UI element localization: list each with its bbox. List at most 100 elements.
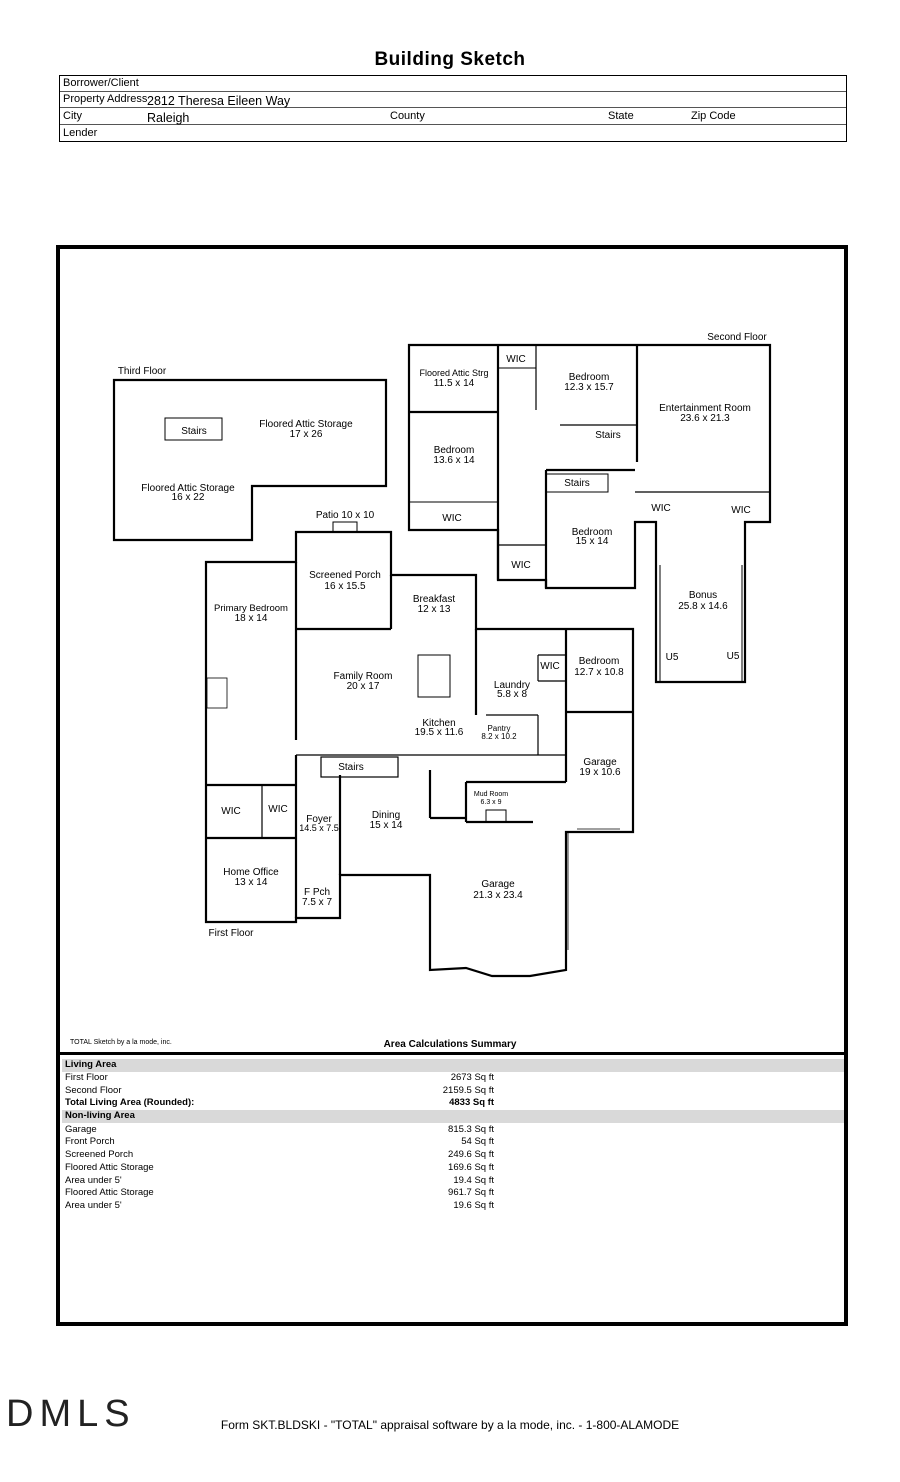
room-bonus-name: Bonus	[689, 590, 717, 601]
stairs-label: Stairs	[595, 430, 621, 441]
room-bed1-name: Bedroom	[569, 372, 610, 383]
floor-plan: Second Floor Third Floor First Floor Flo…	[112, 332, 772, 978]
wic-label: WIC	[540, 661, 559, 672]
stairs-label: Stairs	[564, 478, 590, 489]
summary-row-name: Area under 5'	[65, 1175, 122, 1186]
summary-total-row: Total Living Area (Rounded): 4833 Sq ft	[62, 1097, 844, 1110]
room-dining-name: Dining	[372, 810, 400, 821]
room-attic2-name: Floored Attic Storage	[141, 483, 235, 494]
room-laundry-dims: 5.8 x 8	[497, 689, 527, 700]
page-title: Building Sketch	[374, 49, 526, 70]
summary-row-name: Area under 5'	[65, 1200, 122, 1211]
wic-label: WIC	[506, 354, 525, 365]
room-bed4-dims: 12.7 x 10.8	[574, 667, 624, 678]
lender-label: Lender	[63, 127, 98, 139]
summary-divider	[58, 1052, 844, 1055]
address-row: Property Address 2812 Theresa Eileen Way	[60, 92, 846, 108]
summary-row: Screened Porch 249.6 Sq ft	[62, 1149, 844, 1162]
summary-row-name: Front Porch	[65, 1136, 115, 1147]
room-pantry-dims: 8.2 x 10.2	[481, 732, 517, 741]
room-bed2-dims: 13.6 x 14	[433, 455, 475, 466]
wic-label: WIC	[731, 505, 750, 516]
summary-row-value: 2673 Sq ft	[450, 1072, 494, 1083]
summary-title: Area Calculations Summary	[383, 1039, 517, 1050]
summary-row-name: Second Floor	[65, 1085, 122, 1096]
u5-label: U5	[727, 651, 740, 662]
room-office-dims: 13 x 14	[235, 877, 268, 888]
summary-row: Area under 5' 19.6 Sq ft	[62, 1200, 844, 1213]
borrower-row: Borrower/Client	[60, 76, 846, 92]
summary-row-name: Floored Attic Storage	[65, 1187, 154, 1198]
room-bed3-name: Bedroom	[572, 527, 613, 538]
summary-row-value: 19.6 Sq ft	[453, 1200, 494, 1211]
zip-label: Zip Code	[691, 110, 736, 122]
summary-row-name: Floored Attic Storage	[65, 1162, 154, 1173]
stairs-box-first	[320, 756, 399, 778]
summary-total-value: 4833 Sq ft	[449, 1097, 494, 1108]
borrower-label: Borrower/Client	[63, 77, 139, 89]
room-attic2-dims: 16 x 22	[172, 492, 205, 503]
wic-label: WIC	[651, 503, 670, 514]
summary-row: Floored Attic Storage 169.6 Sq ft	[62, 1162, 844, 1175]
wic-label: WIC	[511, 560, 530, 571]
room-family-dims: 20 x 17	[347, 681, 380, 692]
label-second-floor: Second Floor	[707, 332, 767, 343]
address-value: 2812 Theresa Eileen Way	[147, 94, 291, 108]
summary-row-value: 249.6 Sq ft	[448, 1149, 494, 1160]
room-garage2-name: Garage	[481, 879, 515, 890]
summary-row-value: 2159.5 Sq ft	[442, 1085, 494, 1096]
property-info-box: Borrower/Client Property Address 2812 Th…	[59, 75, 847, 142]
room-porch-name: Screened Porch	[309, 570, 381, 581]
room-garage2-dims: 21.3 x 23.4	[473, 890, 523, 901]
room-kitchen-dims: 19.5 x 11.6	[415, 727, 464, 738]
summary-row-value: 169.6 Sq ft	[448, 1162, 494, 1173]
stairs-label: Stairs	[338, 762, 364, 773]
room-kitchen-name: Kitchen	[422, 718, 455, 729]
summary-row-name: First Floor	[65, 1072, 108, 1083]
room-ent-name: Entertainment Room	[659, 403, 751, 414]
room-attic1-name: Floored Attic Storage	[259, 419, 353, 430]
stairs-label: Stairs	[181, 426, 207, 437]
room-mud-name: Mud Room	[474, 791, 508, 798]
summary-total-name: Total Living Area (Rounded):	[65, 1097, 195, 1108]
summary-row: Garage 815.3 Sq ft	[62, 1124, 844, 1137]
summary-row-value: 961.7 Sq ft	[448, 1187, 494, 1198]
living-area-header-label: Living Area	[65, 1059, 117, 1070]
summary-row: Area under 5' 19.4 Sq ft	[62, 1175, 844, 1188]
room-garage1-dims: 19 x 10.6	[579, 767, 621, 778]
room-primary-name: Primary Bedroom	[214, 603, 288, 614]
room-breakfast-name: Breakfast	[413, 594, 455, 605]
dmls-watermark: DMLS	[6, 1393, 136, 1435]
shower	[206, 677, 228, 709]
room-bed4-name: Bedroom	[579, 656, 620, 667]
room-family-name: Family Room	[334, 671, 393, 682]
city-label: City	[63, 110, 82, 122]
summary-row: Front Porch 54 Sq ft	[62, 1136, 844, 1149]
room-ent-dims: 23.6 x 21.3	[680, 413, 730, 424]
room-laundry-name: Laundry	[494, 680, 530, 691]
room-attic1-dims: 17 x 26	[290, 429, 323, 440]
mudroom-bench	[485, 809, 507, 823]
room-breakfast-dims: 12 x 13	[418, 604, 451, 615]
summary-row-value: 815.3 Sq ft	[448, 1124, 494, 1135]
sketch-frame	[56, 245, 848, 1326]
nonliving-area-header: Non-living Area	[62, 1110, 844, 1123]
state-label: State	[608, 110, 634, 122]
room-primary-dims: 18 x 14	[235, 613, 268, 624]
room-pantry-name: Pantry	[487, 724, 510, 733]
label-first-floor: First Floor	[209, 928, 255, 939]
walls	[112, 343, 772, 978]
room-bed3-dims: 15 x 14	[576, 536, 609, 547]
room-foyer-name: Foyer	[306, 814, 332, 825]
room-bonus-dims: 25.8 x 14.6	[678, 601, 728, 612]
wic-label: WIC	[268, 804, 287, 815]
room-attic-strg-dims: 11.5 x 14	[434, 378, 475, 389]
nonliving-area-header-label: Non-living Area	[65, 1110, 135, 1121]
room-garage1-name: Garage	[583, 757, 617, 768]
summary-row-value: 19.4 Sq ft	[453, 1175, 494, 1186]
room-bed1-dims: 12.3 x 15.7	[564, 382, 614, 393]
sketch-credit: TOTAL Sketch by a la mode, inc.	[70, 1039, 172, 1046]
city-value: Raleigh	[147, 111, 190, 125]
labels: Second Floor Third Floor First Floor Flo…	[118, 332, 768, 939]
stairs-box-third	[164, 417, 223, 441]
